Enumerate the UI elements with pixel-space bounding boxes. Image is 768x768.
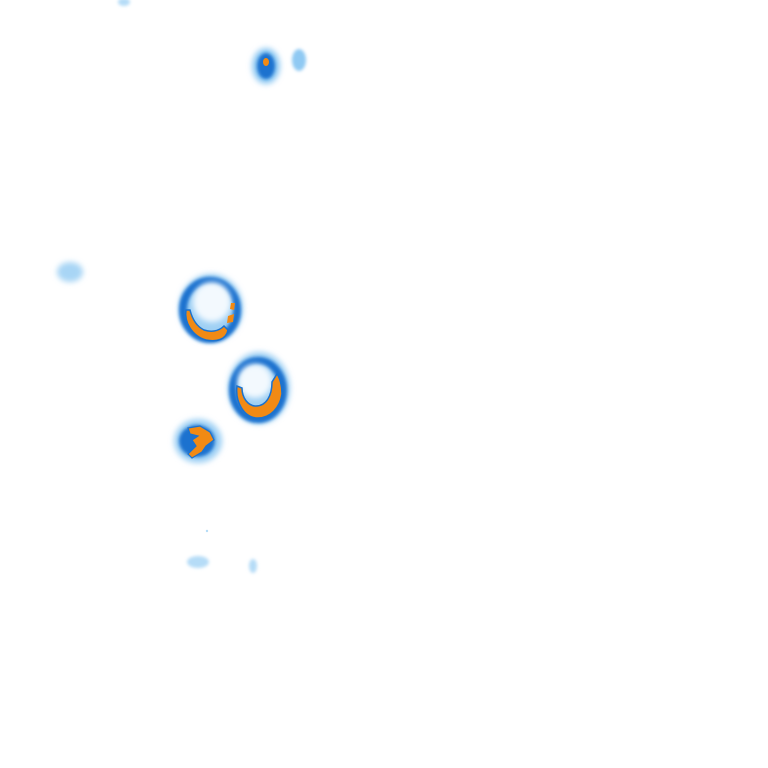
light-echo — [249, 559, 257, 573]
heavy-echo — [227, 314, 234, 323]
heavy-echo — [236, 372, 283, 419]
light-echo — [187, 556, 209, 568]
echo-west — [57, 262, 83, 282]
light-echo — [118, 0, 130, 6]
echo-cluster-north — [252, 48, 306, 84]
core-clear — [238, 364, 272, 398]
heavy-echo — [263, 58, 269, 66]
light-echo — [205, 529, 209, 533]
storm-cell-3 — [174, 419, 222, 463]
light-echo — [57, 262, 83, 282]
echo-speck-top — [118, 0, 130, 6]
light-echo — [292, 49, 306, 71]
heavy-echo — [184, 309, 229, 342]
storm-cell-1 — [179, 274, 243, 343]
strong-echo — [229, 357, 287, 423]
core-clear — [193, 282, 231, 322]
storm-cell-2 — [228, 352, 290, 424]
heavy-echo — [187, 425, 215, 459]
echo-cluster-south — [187, 529, 257, 573]
heavy-echo — [230, 303, 235, 310]
